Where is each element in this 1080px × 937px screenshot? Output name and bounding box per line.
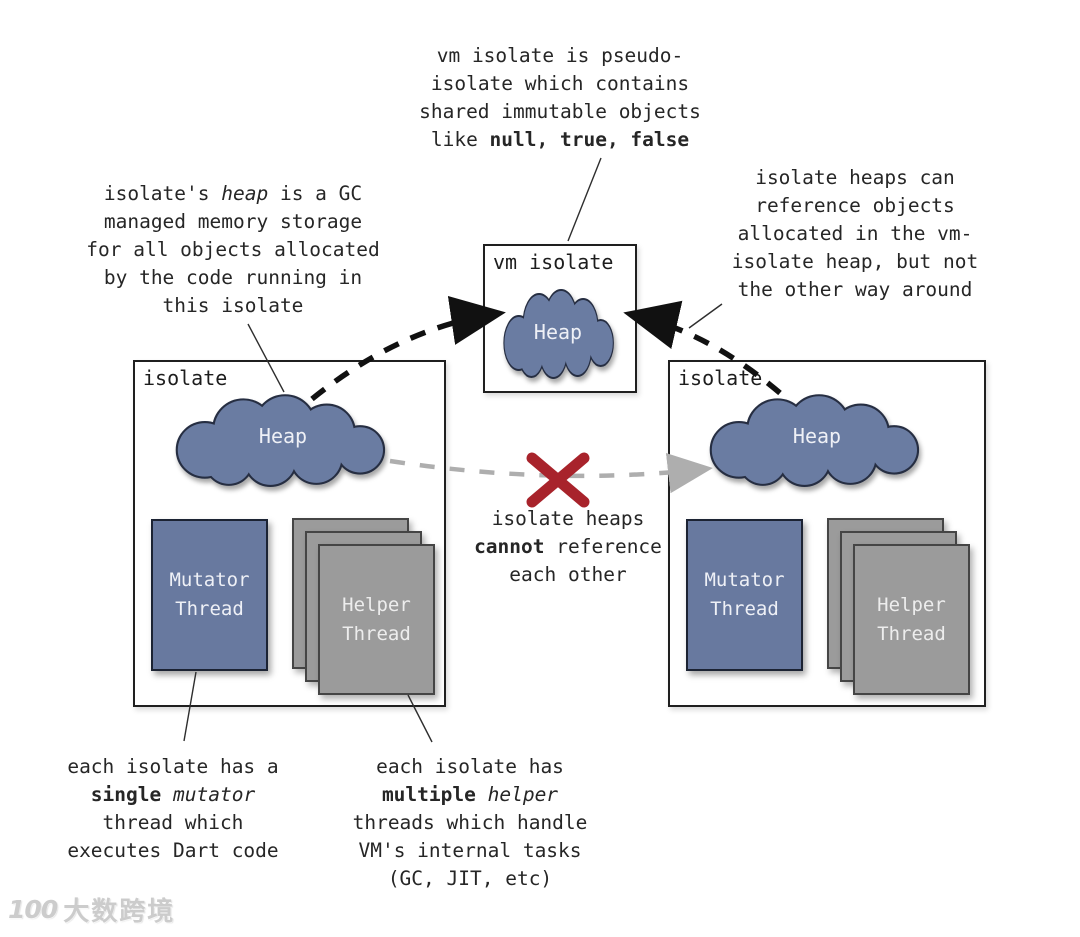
right-isolate-label: isolate xyxy=(678,366,763,390)
watermark-text: 大数跨境 xyxy=(63,897,176,927)
vm-isolate-label: vm isolate xyxy=(493,250,614,274)
vm-heap-label: Heap xyxy=(533,320,583,344)
right-mutator-thread-box: Mutator Thread xyxy=(686,519,803,671)
vm-note-connector xyxy=(567,157,602,242)
vm-isolate-box: vm isolate xyxy=(483,244,637,393)
watermark: 100 大数跨境 xyxy=(8,891,175,928)
red-x-mark xyxy=(526,452,590,508)
right-note-connector xyxy=(688,303,723,329)
watermark-logo: 100 xyxy=(8,895,58,924)
vm-isolate-note: vm isolate is pseudo-isolate which conta… xyxy=(419,44,701,151)
left-heap-label: Heap xyxy=(258,424,308,448)
left-mutator-thread-box: Mutator Thread xyxy=(151,519,268,671)
right-helper-thread-box: Helper Thread xyxy=(853,544,970,695)
left-helper-thread-box: Helper Thread xyxy=(318,544,435,695)
left-isolate-label: isolate xyxy=(143,366,228,390)
right-heap-label: Heap xyxy=(792,424,842,448)
